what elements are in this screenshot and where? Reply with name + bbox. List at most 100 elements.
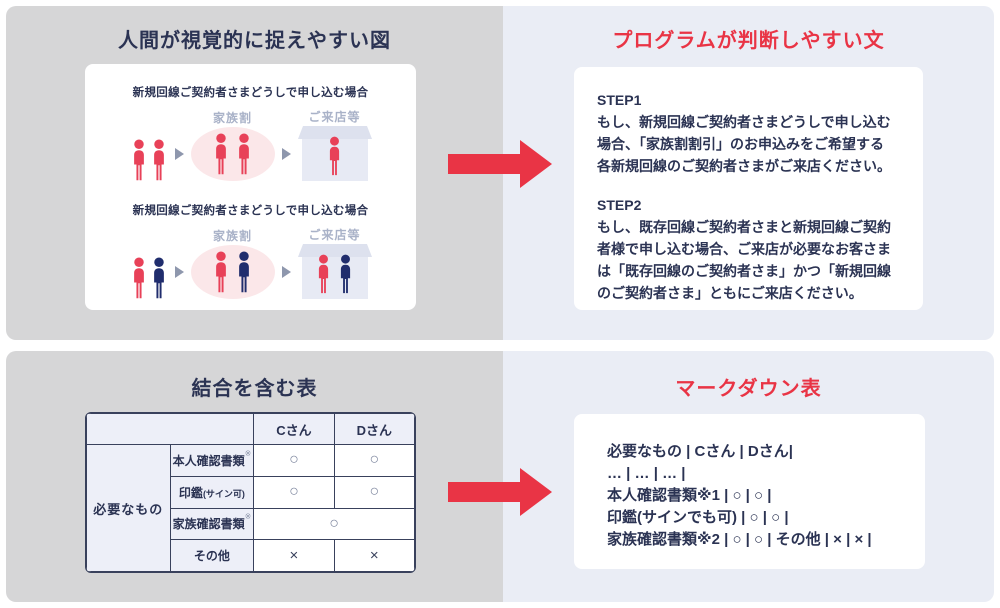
- store-visit-label: ご来店等: [308, 110, 361, 124]
- cell-c: ○: [253, 475, 335, 509]
- step2-block: STEP2 もし、既存回線ご契約者さまと新規回線ご契約 者様で申し込む場合、ご来…: [597, 195, 903, 305]
- family-discount-ellipse: [190, 127, 275, 181]
- table-row: 印鑑(サイン可) ○ ○: [87, 475, 415, 509]
- x-mark: ×: [289, 546, 299, 564]
- person-navy-icon: [153, 257, 164, 299]
- top-left-panel: 人間が視覚的に捉えやすい図 新規回線ご契約者さまどうしで申し込む場合: [6, 6, 503, 340]
- requirements-table: Cさん Dさん 必要なもの 本人確認書類※ ○ ○ 印鑑(サイン可) ○ ○: [85, 412, 416, 573]
- person-navy-icon: [239, 251, 249, 293]
- person-red-icon: [239, 133, 249, 175]
- row-label-seal: 印鑑(サイン可): [169, 475, 255, 509]
- step2-heading: STEP2: [597, 196, 642, 213]
- bottom-section: 結合を含む表 Cさん Dさん 必要なもの 本人確認書類※: [6, 351, 994, 602]
- step1-heading: STEP1: [597, 92, 642, 108]
- top-left-title: 人間が視覚的に捉えやすい図: [118, 30, 391, 52]
- flow-step-arrow-icon: [174, 266, 184, 278]
- circle-mark: ○: [289, 483, 299, 501]
- top-right-panel: プログラムが判断しやすい文 STEP1 もし、新規回線ご契約者さまどうしで申し込…: [503, 6, 994, 340]
- flow-step-arrow-icon: [281, 148, 291, 160]
- table-corner-cell: [86, 413, 255, 445]
- table-header-row: Cさん Dさん: [86, 413, 415, 445]
- markdown-line: … | … | … |: [607, 465, 686, 483]
- x-mark: ×: [369, 546, 379, 564]
- store-icon: [297, 244, 372, 299]
- circle-mark: ○: [289, 451, 299, 469]
- family-discount-label: 家族割: [212, 229, 252, 243]
- family-discount-ellipse: [190, 245, 275, 299]
- bottom-right-title: マークダウン表: [675, 378, 822, 400]
- table-row: その他 × ×: [87, 539, 415, 572]
- row-label-text: 本人確認書類: [172, 453, 245, 468]
- row-label-small-text: (サイン可): [202, 488, 245, 499]
- note-mark: ※: [244, 512, 252, 522]
- diagram-row-1: 新規回線ご契約者さまどうしで申し込む場合 家族割: [130, 84, 372, 181]
- cell-c: ×: [253, 539, 335, 572]
- cell-d: ×: [333, 539, 415, 572]
- note-mark: ※: [244, 448, 252, 458]
- row-label-family-docs: 家族確認書類※: [169, 507, 255, 541]
- col-header-c: Cさん: [253, 413, 335, 445]
- applicants-pair: [130, 139, 168, 181]
- circle-mark: ○: [369, 483, 380, 501]
- applicants-pair: [130, 257, 168, 299]
- row-label-other: その他: [169, 539, 255, 572]
- store-people: [298, 136, 372, 176]
- diagram-card: 新規回線ご契約者さまどうしで申し込む場合 家族割: [85, 64, 416, 310]
- store-people: [298, 254, 372, 294]
- cell-d: ○: [333, 475, 415, 509]
- person-red-icon: [216, 251, 226, 293]
- table-row: 必要なもの 本人確認書類※ ○ ○: [86, 444, 415, 572]
- applicants-group: [130, 257, 168, 299]
- diagram-row-2-flow: 家族割 ご来店等: [130, 226, 372, 299]
- steps-card: STEP1 もし、新規回線ご契約者さまどうしで申し込む 場合、「家族割割引」のお…: [574, 67, 923, 310]
- row-group-label: 必要なもの: [86, 444, 171, 572]
- top-right-title: プログラムが判断しやすい文: [612, 30, 885, 52]
- store-building-icon: [297, 244, 372, 299]
- row-label-text: 印鑑: [178, 485, 203, 500]
- cell-d: ○: [333, 444, 415, 477]
- family-discount-group: 家族割: [190, 227, 275, 299]
- markdown-line: 印鑑(サインでも可) | ○ | ○ |: [607, 509, 789, 527]
- cell-c: ○: [253, 444, 335, 477]
- bottom-right-panel: マークダウン表 必要なもの | Cさん | Dさん| … | … | … | 本…: [503, 351, 994, 602]
- diagram-row-2: 新規回線ご契約者さまどうしで申し込む場合 家族割: [130, 202, 372, 299]
- requirements-table-grid: Cさん Dさん 必要なもの 本人確認書類※ ○ ○ 印鑑(サイン可) ○ ○: [86, 413, 415, 572]
- family-discount-label: 家族割: [212, 111, 252, 125]
- step2-body: もし、既存回線ご契約者さまと新規回線ご契約 者様で申し込む場合、ご来店が必要なお…: [597, 218, 891, 301]
- row-label-text: 家族確認書類: [172, 517, 245, 532]
- person-red-icon: [133, 139, 144, 181]
- bottom-left-panel: 結合を含む表 Cさん Dさん 必要なもの 本人確認書類※: [6, 351, 503, 602]
- person-red-icon: [318, 254, 329, 294]
- person-navy-icon: [340, 254, 351, 294]
- flow-step-arrow-icon: [174, 148, 184, 160]
- store-visit-group: ご来店等: [297, 108, 372, 181]
- markdown-line: 本人確認書類※1 | ○ | ○ |: [607, 487, 772, 505]
- circle-mark: ○: [369, 451, 380, 469]
- store-icon: [297, 126, 372, 181]
- top-section: 人間が視覚的に捉えやすい図 新規回線ご契約者さまどうしで申し込む場合: [6, 6, 994, 340]
- diagram-row-2-caption: 新規回線ご契約者さまどうしで申し込む場合: [132, 205, 369, 217]
- person-red-icon: [133, 257, 144, 299]
- store-visit-label: ご来店等: [308, 228, 361, 242]
- circle-mark: ○: [329, 514, 339, 532]
- markdown-card: 必要なもの | Cさん | Dさん| … | … | … | 本人確認書類※1 …: [574, 414, 925, 569]
- transform-arrow-icon: [448, 468, 552, 516]
- step1-body: もし、新規回線ご契約者さまどうしで申し込む 場合、「家族割割引」のお申込みをご希…: [597, 113, 891, 174]
- person-red-icon: [153, 139, 164, 181]
- person-red-icon: [329, 136, 340, 176]
- store-visit-group: ご来店等: [297, 226, 372, 299]
- row-label-identity-docs: 本人確認書類※: [169, 444, 255, 477]
- flow-step-arrow-icon: [281, 266, 291, 278]
- person-red-icon: [216, 133, 226, 175]
- markdown-line: 家族確認書類※2 | ○ | ○ | その他 | × | × |: [607, 531, 872, 549]
- diagram-row-1-caption: 新規回線ご契約者さまどうしで申し込む場合: [132, 87, 369, 99]
- cell-merged: ○: [253, 507, 415, 541]
- applicants-group: [130, 139, 168, 181]
- markdown-line: 必要なもの | Cさん | Dさん|: [607, 443, 793, 460]
- bottom-left-title: 結合を含む表: [191, 378, 318, 400]
- diagram-row-1-flow: 家族割 ご来店等: [130, 108, 372, 181]
- family-discount-group: 家族割: [190, 109, 275, 181]
- transform-arrow-icon: [448, 140, 552, 188]
- step1-block: STEP1 もし、新規回線ご契約者さまどうしで申し込む 場合、「家族割割引」のお…: [597, 90, 903, 178]
